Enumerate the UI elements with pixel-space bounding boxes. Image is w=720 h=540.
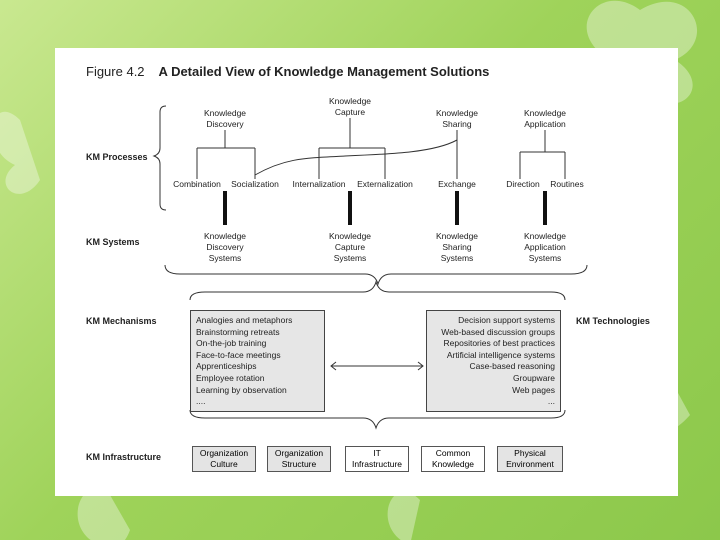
technology-item: ...	[547, 396, 555, 407]
technology-item: Web pages	[512, 384, 555, 395]
km-technologies-label: KM Technologies	[576, 316, 650, 326]
figure-slide: Figure 4.2 A Detailed View of Knowledge M…	[55, 48, 678, 496]
technology-item: Artificial intelligence systems	[446, 349, 555, 360]
subprocess-routines: Routines	[550, 179, 584, 189]
subprocess-direction: Direction	[506, 179, 540, 189]
mechanism-item: Employee rotation	[196, 372, 265, 383]
technology-item: Web-based discussion groups	[441, 326, 555, 337]
technology-item: Repositories of best practices	[443, 338, 556, 349]
km-systems-label: KM Systems	[86, 237, 140, 247]
figure-title: Figure 4.2 A Detailed View of Knowledge M…	[86, 64, 489, 79]
km-mechanisms-label: KM Mechanisms	[86, 316, 157, 326]
subprocess-socialization: Socialization	[231, 179, 279, 189]
subprocess-combination: Combination	[173, 179, 221, 189]
technology-item: Case-based reasoning	[469, 361, 555, 372]
figure-name: A Detailed View of Knowledge Management …	[158, 64, 490, 79]
km-technologies-box: Decision support systems Web-based discu…	[426, 310, 561, 412]
figure-number: Figure 4.2	[86, 64, 145, 79]
km-processes-label: KM Processes	[86, 152, 148, 162]
km-infrastructure-label: KM Infrastructure	[86, 452, 162, 462]
subprocess-exchange: Exchange	[438, 179, 476, 189]
mechanism-item: Apprenticeships	[196, 361, 257, 372]
mechanism-item: On-the-job training	[196, 338, 267, 349]
technology-item: Decision support systems	[458, 315, 555, 325]
subprocess-internalization: Internalization	[292, 179, 346, 189]
mechanism-item: Analogies and metaphors	[196, 315, 293, 325]
subprocess-externalization: Externalization	[357, 179, 413, 189]
mechanism-item: Learning by observation	[196, 384, 287, 395]
km-mechanisms-box: Analogies and metaphors Brainstorming re…	[190, 310, 325, 412]
mechanism-item: Face-to-face meetings	[196, 349, 281, 360]
mechanism-item: Brainstorming retreats	[196, 326, 280, 337]
technology-item: Groupware	[512, 372, 555, 383]
diagram-connectors	[152, 105, 588, 430]
mechanism-item: ....	[196, 396, 206, 407]
